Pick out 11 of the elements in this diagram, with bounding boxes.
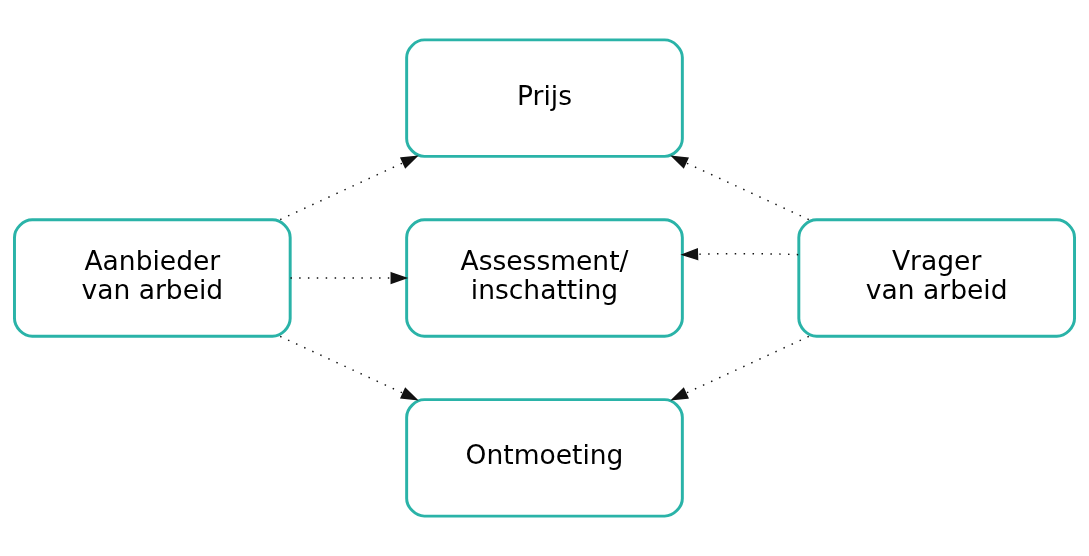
arrow <box>279 335 419 401</box>
arrow <box>279 155 419 221</box>
node-box: Ontmoeting <box>405 398 684 518</box>
arrow <box>670 155 810 221</box>
arrow <box>289 271 409 285</box>
node-box: Vrager van arbeid <box>797 218 1076 338</box>
arrow <box>670 335 810 401</box>
node-box: Prijs <box>405 38 684 158</box>
node-box: Aanbieder van arbeid <box>13 218 292 338</box>
arrow <box>680 248 799 261</box>
node-box: Assessment/ inschatting <box>405 218 684 338</box>
